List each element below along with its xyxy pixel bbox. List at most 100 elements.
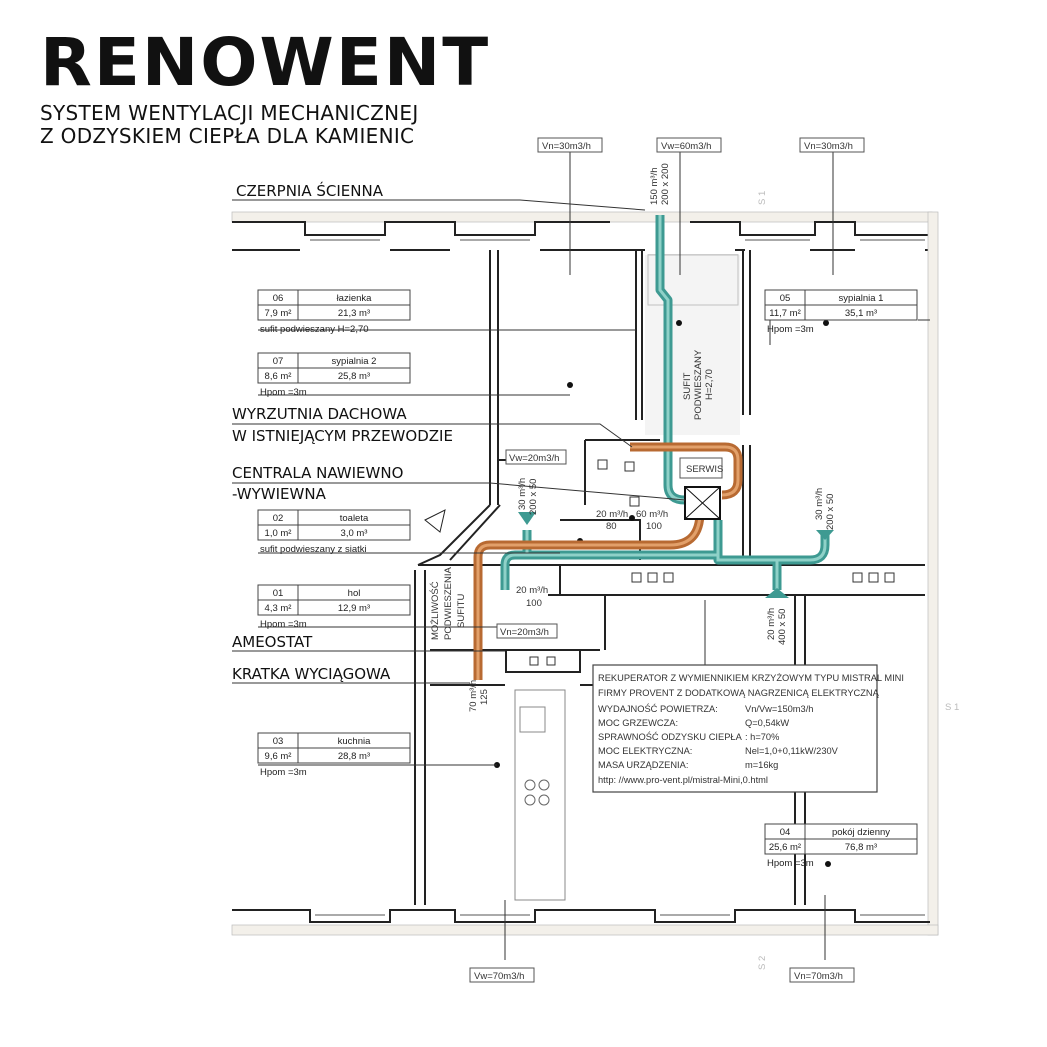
spec-label: WYDAJNOŚĆ POWIETRZA: (598, 703, 718, 714)
hall-ceiling-note-1: MOŻLIWOŚĆ (429, 581, 441, 640)
toilet-size: 200 x 50 (528, 479, 539, 515)
room-name: sypialnia 1 (839, 293, 884, 304)
serwis-label: SERWIS (686, 464, 723, 475)
room-note: sufit podwieszany H=2,70 (260, 324, 369, 335)
ceiling-note-1: SUFIT (682, 372, 693, 400)
bath2-size: 100 (646, 521, 662, 532)
spec-line-1: REKUPERATOR Z WYMIENNIKIEM KRZYŻOWYM TYP… (598, 673, 904, 683)
room-volume: 35,1 m³ (845, 308, 877, 319)
spec-value: : h=70% (745, 732, 779, 742)
ceiling-note-3: H=2,70 (704, 369, 715, 400)
subtitle-line-2: Z ODZYSKIEM CIEPŁA DLA KAMIENIC (40, 124, 415, 148)
bath1-size: 80 (606, 521, 617, 532)
room-volume: 28,8 m³ (338, 751, 370, 762)
hall-ceiling-note-3: SUFITU (456, 594, 467, 628)
spec-url: http: //www.pro-vent.pl/mistral-Mini,0.h… (598, 775, 768, 785)
top-wall (231, 211, 939, 936)
kitchen-flow: 70 m³/h (468, 680, 479, 712)
spec-value: Vn/Vw=150m3/h (745, 704, 813, 714)
subtitle-line-1: SYSTEM WENTYLACJI MECHANICZNEJ (40, 101, 419, 125)
hall-size: 100 (526, 598, 542, 609)
room-note: Hpom =3m (767, 324, 814, 335)
flow-bottom-left: Vw=70m3/h (474, 971, 524, 982)
duct-labels: 150 m³/h 200 x 200 30 m³/h 200 x 50 30 m… (429, 163, 959, 970)
toilet-flow: 30 m³/h (517, 478, 528, 510)
room-tables: 06 łazienka 7,9 m² 21,3 m³ sufit podwieszany… (257, 289, 918, 869)
room-area: 11,7 m² (769, 308, 801, 319)
callout-kratka: KRATKA WYCIĄGOWA (232, 665, 391, 683)
room-note: Hpom =3m (260, 387, 307, 398)
spec-label: MASA URZĄDZENIA: (598, 760, 688, 770)
spec-label: MOC GRZEWCZA: (598, 718, 678, 728)
bottom-wall (231, 909, 939, 936)
spec-value: Nel=1,0+0,11kW/230V (745, 746, 839, 756)
room-note: Hpom =3m (260, 767, 307, 778)
section-mark-right: S 1 (945, 702, 959, 713)
room-name: pokój dzienny (832, 827, 890, 838)
brand-logo: RENOWENT (40, 24, 491, 101)
room-area: 25,6 m² (769, 842, 801, 853)
flow-toilet: Vw=20m3/h (509, 453, 559, 464)
living-flow: 20 m³/h (766, 608, 777, 640)
bed1-size: 200 x 50 (825, 494, 836, 530)
kitchen-size: 125 (479, 689, 490, 705)
intake-size: 200 x 200 (660, 163, 671, 205)
north-arrow-icon (424, 509, 446, 533)
bed1-flow: 30 m³/h (814, 488, 825, 520)
flow-top-right: Vn=30m3/h (804, 141, 853, 152)
room-no: 02 (273, 513, 284, 524)
room-volume: 3,0 m³ (341, 528, 368, 539)
room-no: 06 (273, 293, 284, 304)
room-volume: 76,8 m³ (845, 842, 877, 853)
callout-centrala-1: CENTRALA NAWIEWNO (232, 464, 403, 482)
section-mark-top: S 1 (757, 191, 768, 205)
room-area: 8,6 m² (265, 371, 292, 382)
recuperator-spec-box: REKUPERATOR Z WYMIENNIKIEM KRZYŻOWYM TYP… (592, 600, 904, 793)
ceiling-note-2: PODWIESZANY (693, 349, 704, 420)
room-area: 1,0 m² (265, 528, 292, 539)
room-no: 01 (273, 588, 284, 599)
room-table-02: 02 toaleta 1,0 m² 3,0 m³ sufit podwieszany z… (257, 509, 411, 555)
spec-label: MOC ELEKTRYCZNA: (598, 746, 692, 756)
hall-ceiling-note-2: PODWIESZENIA (443, 566, 454, 640)
room-table-06: 06 łazienka 7,9 m² 21,3 m³ sufit podwieszany… (257, 289, 411, 335)
callout-ameostat: AMEOSTAT (232, 633, 313, 651)
flow-top-left: Vn=30m3/h (542, 141, 591, 152)
bath1-flow: 20 m³/h (596, 509, 628, 520)
room-note: Hpom =3m (260, 619, 307, 630)
bath2-flow: 60 m³/h (636, 509, 668, 520)
callout-leaders (232, 199, 930, 766)
flow-bottom-right: Vn=70m3/h (794, 971, 843, 982)
flow-boxes: Vn=30m3/h Vw=60m3/h Vn=30m3/h Vw=20m3/h … (469, 137, 865, 983)
room-volume: 21,3 m³ (338, 308, 370, 319)
flow-hall: Vn=20m3/h (500, 627, 549, 638)
intake-flow: 150 m³/h (649, 168, 660, 206)
room-name: sypialnia 2 (332, 356, 377, 367)
spec-line-2: FIRMY PROVENT Z DODATKOWĄ NAGRZENICĄ ELE… (598, 688, 880, 698)
spec-value: Q=0,54kW (745, 718, 789, 728)
flow-top-mid: Vw=60m3/h (661, 141, 711, 152)
room-no: 04 (780, 827, 791, 838)
room-note: Hpom =3m (767, 858, 814, 869)
room-volume: 12,9 m³ (338, 603, 370, 614)
supply-duct (500, 215, 834, 598)
room-volume: 25,8 m³ (338, 371, 370, 382)
room-area: 4,3 m² (265, 603, 292, 614)
room-name: kuchnia (338, 736, 371, 747)
recuperator-cross (684, 486, 721, 520)
room-table-04: 04 pokój dzienny 25,6 m² 76,8 m³ Hpom =3m (764, 823, 918, 869)
spec-value: m=16kg (745, 760, 778, 770)
room-no: 07 (273, 356, 284, 367)
room-area: 7,9 m² (265, 308, 292, 319)
room-name: toaleta (340, 513, 369, 524)
hall-flow: 20 m³/h (516, 585, 548, 596)
callout-centrala-2: -WYWIEWNA (232, 485, 327, 503)
room-note: sufit podwieszany z siatki (260, 544, 367, 555)
section-mark-bottom: S 2 (757, 956, 768, 970)
living-size: 400 x 50 (777, 609, 788, 645)
room-name: łazienka (337, 293, 373, 304)
callout-czerpnia: CZERPNIA ŚCIENNA (236, 181, 384, 200)
